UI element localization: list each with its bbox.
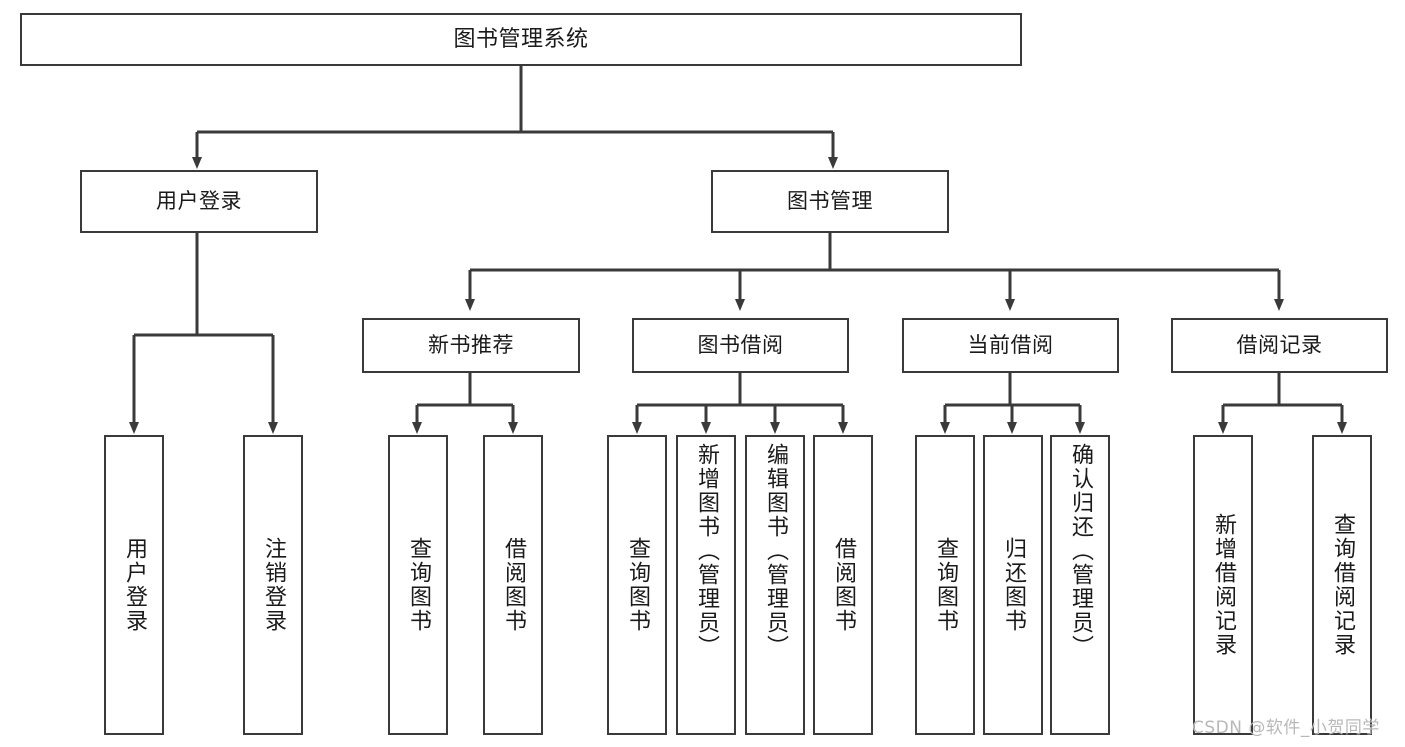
leaf-record-query-record-label: 查询借阅记录 [1329,513,1355,657]
leaf-record-query-record[interactable]: 查询借阅记录 [1312,435,1372,735]
node-current-borrow-label: 当前借阅 [967,333,1054,358]
leaf-borrow-add-book[interactable]: 新增图书（管理员） [676,435,736,735]
leaf-user-login-logout[interactable]: 注销登录 [243,435,303,735]
leaf-current-query-book-label: 查询图书 [932,537,958,633]
leaf-recommend-borrow-book-label: 借阅图书 [500,537,526,633]
node-borrow-record[interactable]: 借阅记录 [1171,318,1388,373]
leaf-recommend-borrow-book[interactable]: 借阅图书 [483,435,543,735]
leaf-borrow-add-book-label: 新增图书（管理员） [693,443,719,659]
node-book-management[interactable]: 图书管理 [711,170,949,233]
node-book-management-label: 图书管理 [787,189,873,214]
node-book-borrow-label: 图书借阅 [697,333,784,358]
leaf-recommend-query-book-label: 查询图书 [405,537,431,633]
leaf-current-confirm-return[interactable]: 确认归还（管理员） [1050,435,1110,735]
leaf-current-return-book-label: 归还图书 [1000,537,1026,633]
leaf-current-return-book[interactable]: 归还图书 [983,435,1043,735]
node-borrow-record-label: 借阅记录 [1236,333,1323,358]
node-root[interactable]: 图书管理系统 [20,13,1022,66]
leaf-record-add-record[interactable]: 新增借阅记录 [1193,435,1253,735]
node-user-login-label: 用户登录 [156,189,242,214]
leaf-borrow-borrow-book-label: 借阅图书 [830,537,856,633]
watermark: CSDN @软件_小贺同学 [1192,718,1380,738]
node-current-borrow[interactable]: 当前借阅 [902,318,1119,373]
node-user-login[interactable]: 用户登录 [80,170,318,233]
leaf-borrow-edit-book-label: 编辑图书（管理员） [762,443,788,659]
node-new-book-recommend-label: 新书推荐 [428,333,514,358]
leaf-record-add-record-label: 新增借阅记录 [1210,513,1236,657]
leaf-current-query-book[interactable]: 查询图书 [915,435,975,735]
node-new-book-recommend[interactable]: 新书推荐 [362,318,580,373]
leaf-user-login-login-label: 用户登录 [121,537,147,633]
leaf-borrow-borrow-book[interactable]: 借阅图书 [813,435,873,735]
leaf-borrow-query-book[interactable]: 查询图书 [607,435,667,735]
leaf-borrow-query-book-label: 查询图书 [624,537,650,633]
node-root-label: 图书管理系统 [453,26,589,52]
leaf-user-login-login[interactable]: 用户登录 [104,435,164,735]
leaf-borrow-edit-book[interactable]: 编辑图书（管理员） [745,435,805,735]
leaf-recommend-query-book[interactable]: 查询图书 [388,435,448,735]
leaf-user-login-logout-label: 注销登录 [260,537,286,633]
node-book-borrow[interactable]: 图书借阅 [632,318,849,373]
leaf-current-confirm-return-label: 确认归还（管理员） [1067,443,1093,659]
